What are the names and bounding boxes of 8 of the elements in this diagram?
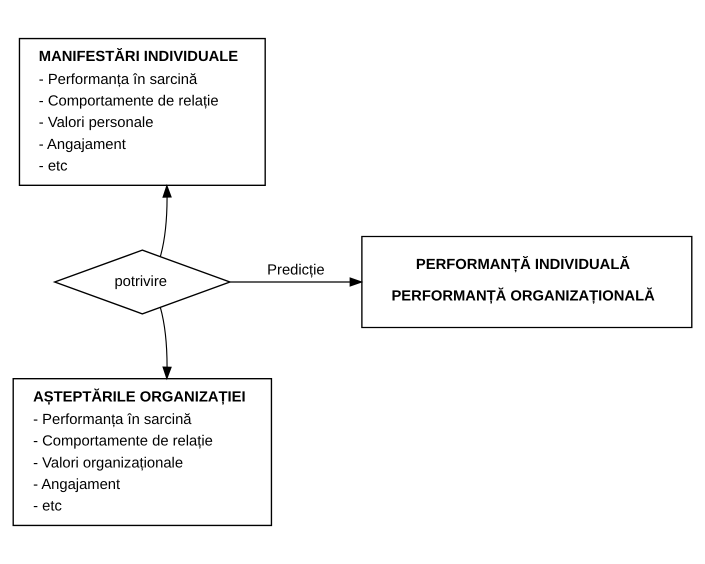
- arrow: [160, 307, 172, 380]
- arrow: [160, 184, 172, 257]
- node-box: PERFORMANȚĂ INDIVIDUALĂ PERFORMANȚĂ ORGANIZAȚIONALĂ: [361, 236, 692, 328]
- node-box: AȘTEPTĂRILE ORGANIZAȚIEI - Performanța în sarcină - Comportamente de relație - Valori organizaționale - Angajament - etc: [12, 378, 272, 526]
- arrow: [230, 277, 364, 287]
- edge-label: Predicție: [267, 262, 325, 278]
- node-box: MANIFESTĂRI INDIVIDUALE - Performanța în sarcină - Comportamente de relație - Valori personale - Angajament - etc: [18, 38, 266, 186]
- node-diamond: potrivire: [52, 249, 232, 315]
